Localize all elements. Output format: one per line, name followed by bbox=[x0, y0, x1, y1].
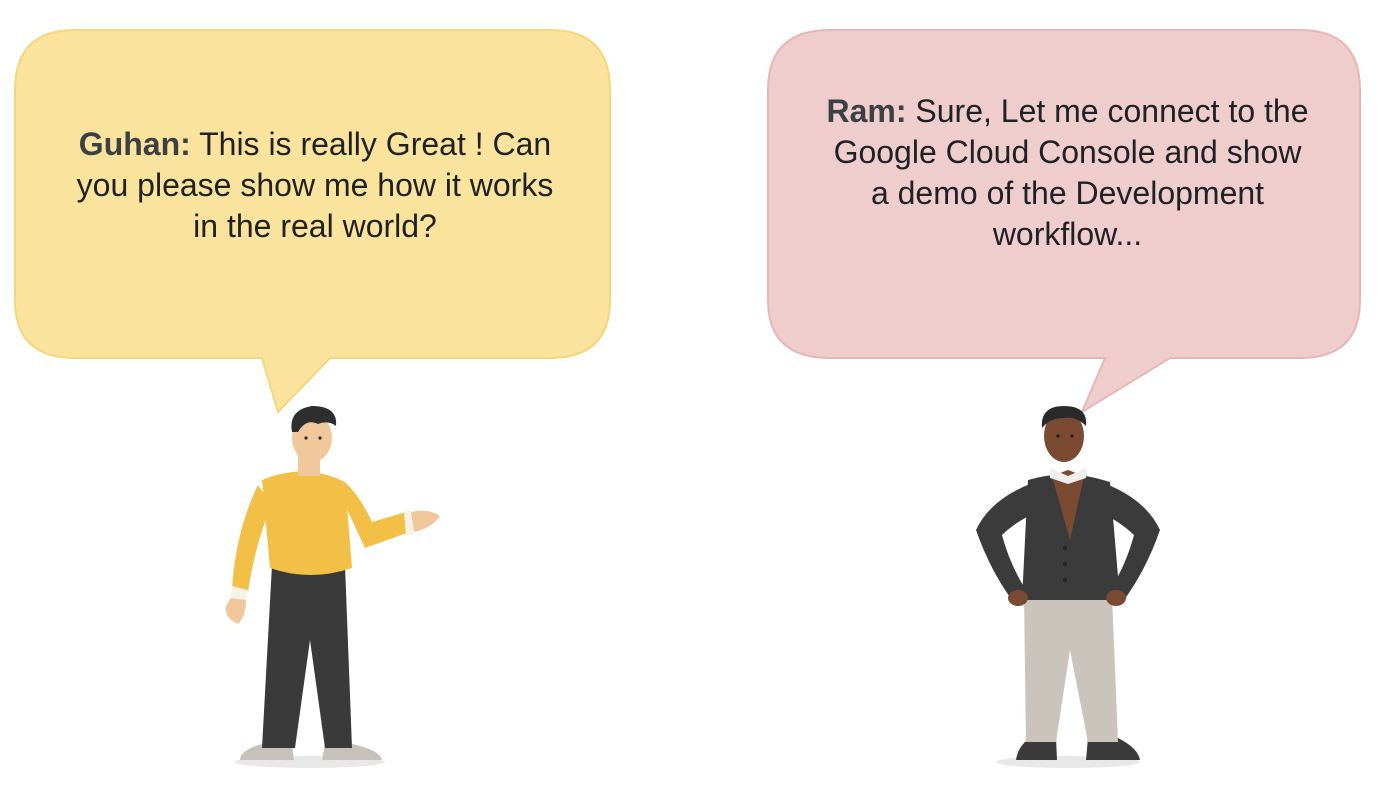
right-speech-bubble bbox=[767, 29, 1361, 415]
right-bubble-line-3: a demo of the Development bbox=[870, 175, 1265, 211]
left-bubble-line-2: you please show me how it works bbox=[76, 166, 554, 203]
left-speech-bubble bbox=[14, 29, 611, 414]
left-bubble-line-3: in the real world? bbox=[193, 207, 437, 244]
right-line-1-text: Sure, Let me connect to the bbox=[915, 93, 1309, 129]
left-line-1-text: This is really Great ! Can bbox=[199, 125, 552, 162]
right-bubble-line-4: workflow... bbox=[992, 216, 1143, 252]
ram-speaker-label: Ram: bbox=[826, 93, 907, 129]
right-bubble-line-1: Ram: Sure, Let me connect to the bbox=[826, 91, 1308, 132]
right-bubble-line-2: Google Cloud Console and show bbox=[833, 134, 1302, 170]
ram-figure bbox=[976, 406, 1160, 768]
guhan-speaker-label: Guhan: bbox=[78, 125, 191, 162]
left-bubble-text: Guhan: This is really Great ! Can you pl… bbox=[40, 95, 590, 275]
right-bubble-text: Ram: Sure, Let me connect to the Google … bbox=[790, 78, 1345, 268]
left-bubble-line-1: Guhan: This is really Great ! Can bbox=[77, 124, 554, 165]
guhan-figure bbox=[225, 406, 440, 768]
